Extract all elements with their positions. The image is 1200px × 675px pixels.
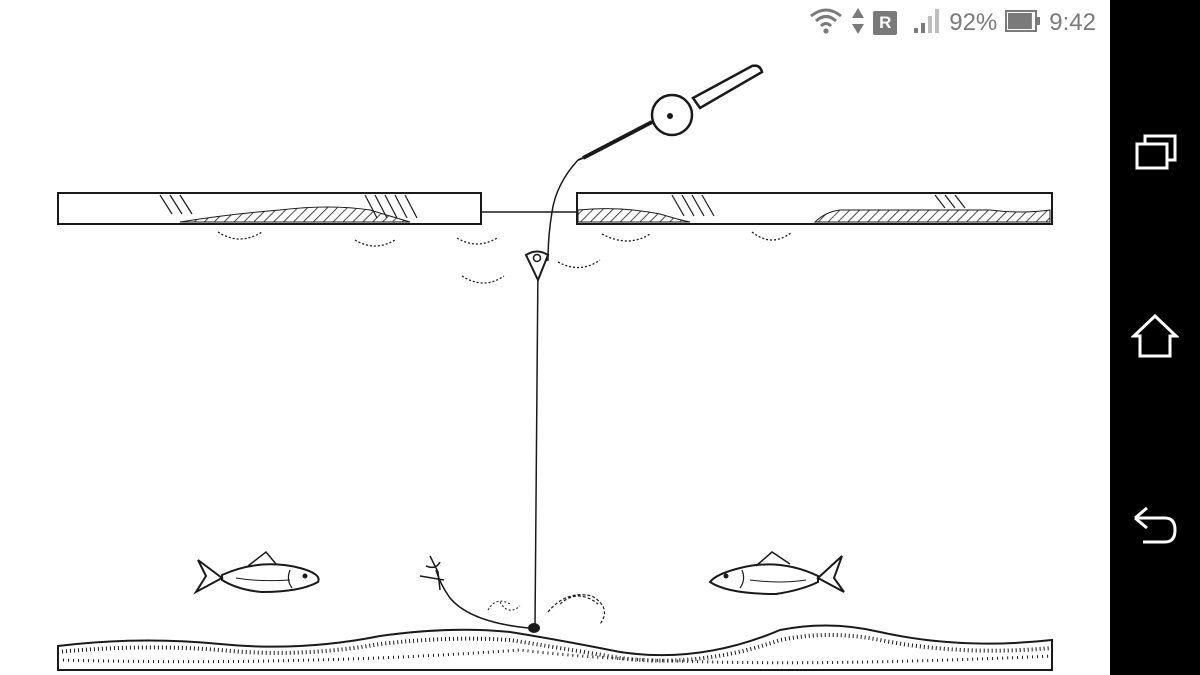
home-icon [1130, 313, 1180, 358]
recent-apps-icon [1135, 134, 1177, 170]
recent-apps-button[interactable] [1131, 128, 1179, 176]
wifi-icon [809, 8, 843, 39]
back-icon [1134, 506, 1177, 544]
sinker-rig [419, 555, 606, 633]
home-button[interactable] [1130, 312, 1180, 360]
float-bobber [524, 250, 550, 283]
signal-icon [913, 8, 941, 39]
back-button[interactable] [1131, 502, 1179, 550]
image-viewer: R 92% 9:42 [0, 0, 1110, 671]
ice-fishing-illustration [57, 64, 1053, 671]
fish-right [708, 551, 845, 596]
status-bar: R 92% 9:42 [0, 0, 1110, 46]
ice-sheet-left [57, 192, 482, 225]
navigation-bar [1110, 0, 1200, 675]
under-ice-stipple [217, 231, 793, 284]
data-arrows-icon [851, 7, 865, 40]
fish-left [193, 550, 320, 595]
ice-sheet-right [576, 192, 1053, 225]
battery-icon [1005, 9, 1041, 38]
clock: 9:42 [1049, 9, 1096, 36]
battery-percent: 92% [949, 9, 998, 36]
fishing-rod [577, 64, 764, 161]
roaming-badge: R [873, 11, 898, 35]
lake-bottom [57, 624, 1053, 671]
fishing-line [534, 159, 579, 626]
